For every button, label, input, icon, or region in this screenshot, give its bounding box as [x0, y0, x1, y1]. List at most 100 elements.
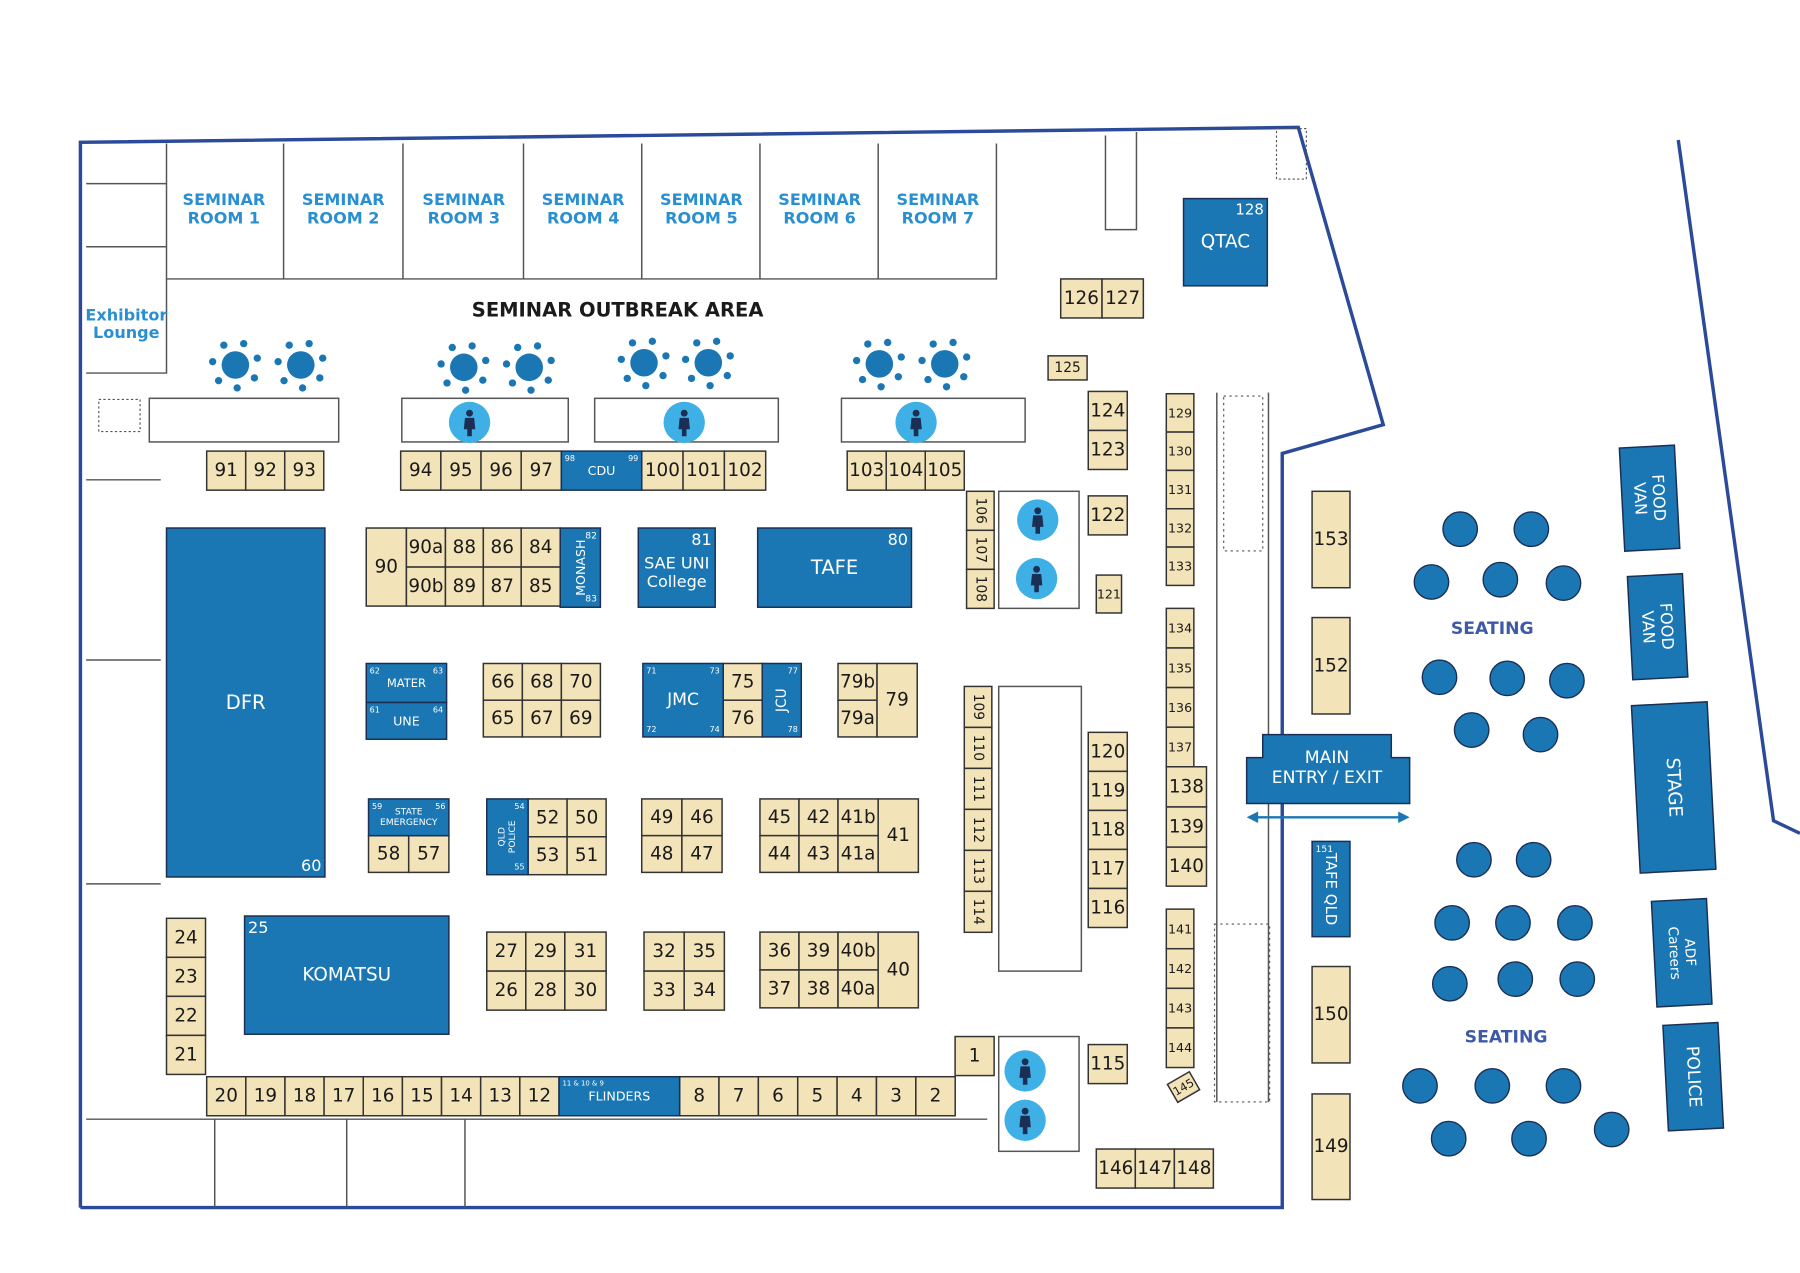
booth-rect[interactable]	[1087, 429, 1129, 471]
booth-125[interactable]: 125	[1047, 355, 1088, 381]
booth-145[interactable]: 145	[1166, 1070, 1201, 1104]
booth-rect[interactable]	[643, 970, 685, 1011]
booth-69[interactable]: 69	[560, 699, 602, 738]
booth-rect[interactable]	[963, 808, 993, 852]
booth-34[interactable]: 34	[683, 970, 726, 1011]
booth-53[interactable]: 53	[527, 836, 568, 876]
booth-127[interactable]: 127	[1101, 278, 1145, 319]
booth-117[interactable]: 117	[1087, 848, 1129, 890]
booth-7[interactable]: 7	[718, 1075, 760, 1117]
booth-38[interactable]: 38	[798, 969, 839, 1009]
booth-rect[interactable]	[877, 798, 920, 874]
booth-rect[interactable]	[1165, 1027, 1195, 1069]
booth-rect[interactable]	[165, 995, 207, 1037]
booth-rect[interactable]	[759, 969, 800, 1009]
exhibitor-rect[interactable]	[756, 527, 913, 608]
booth-rect[interactable]	[837, 931, 879, 971]
booth-rect[interactable]	[440, 1075, 482, 1117]
booth-rect[interactable]	[640, 798, 683, 837]
booth-18[interactable]: 18	[284, 1075, 325, 1117]
exhibitor-rect[interactable]	[642, 662, 724, 738]
booth-rect[interactable]	[1087, 495, 1129, 536]
exhibitor-rect[interactable]	[486, 798, 529, 876]
exhibitor-rect[interactable]	[560, 450, 643, 491]
adf-careers-rect[interactable]	[1650, 897, 1713, 1008]
booth-rect[interactable]	[560, 699, 602, 738]
booth-14[interactable]: 14	[440, 1075, 482, 1117]
booth-37[interactable]: 37	[759, 969, 800, 1009]
exhibitor-rect[interactable]	[365, 701, 448, 740]
booth-rect[interactable]	[1165, 806, 1208, 848]
booth-121[interactable]: 121	[1095, 574, 1123, 614]
booth-13[interactable]: 13	[479, 1075, 521, 1117]
booth-130[interactable]: 130	[1165, 431, 1195, 472]
booth-rect[interactable]	[877, 931, 920, 1009]
booth-33[interactable]: 33	[643, 970, 685, 1011]
booth-152[interactable]: 152	[1311, 616, 1351, 715]
booth-136[interactable]: 136	[1165, 686, 1195, 728]
booth-rect[interactable]	[1166, 1070, 1201, 1104]
booth-rect[interactable]	[965, 490, 995, 532]
booth-106[interactable]: 106	[965, 490, 995, 532]
booth-141[interactable]: 141	[1165, 908, 1195, 950]
booth-rect[interactable]	[759, 798, 800, 837]
booth-rect[interactable]	[482, 566, 522, 607]
booth-31[interactable]: 31	[564, 931, 607, 972]
booth-119[interactable]: 119	[1087, 770, 1129, 812]
booth-116[interactable]: 116	[1087, 887, 1129, 929]
booth-131[interactable]: 131	[1165, 469, 1195, 510]
booth-rect[interactable]	[440, 450, 482, 491]
booth-rect[interactable]	[954, 1035, 995, 1077]
booth-6[interactable]: 6	[757, 1075, 799, 1117]
booth-41b[interactable]: 41b	[837, 798, 879, 837]
booth-138[interactable]: 138	[1165, 766, 1208, 808]
exhibitor-rect[interactable]	[558, 1075, 681, 1117]
booth-rect[interactable]	[965, 568, 995, 610]
booth-rect[interactable]	[837, 969, 879, 1009]
booth-66[interactable]: 66	[482, 662, 524, 701]
booth-84[interactable]: 84	[520, 527, 561, 568]
booth-rect[interactable]	[1059, 278, 1103, 319]
booth-rect[interactable]	[682, 450, 726, 491]
booth-104[interactable]: 104	[885, 450, 926, 491]
booth-17[interactable]: 17	[323, 1075, 364, 1117]
booth-rect[interactable]	[1087, 809, 1129, 851]
booth-rect[interactable]	[1087, 1043, 1129, 1085]
booth-rect[interactable]	[401, 1075, 443, 1117]
booth-rect[interactable]	[1165, 647, 1195, 689]
booth-91[interactable]: 91	[205, 450, 247, 491]
food-van-1-rect[interactable]	[1618, 444, 1681, 552]
booth-3[interactable]: 3	[875, 1075, 917, 1117]
exhibitor-rect[interactable]	[761, 662, 803, 738]
stage-rect[interactable]	[1630, 700, 1717, 874]
booth-rect[interactable]	[520, 450, 563, 491]
booth-150[interactable]: 150	[1311, 965, 1351, 1064]
booth-113[interactable]: 113	[963, 849, 993, 893]
booth-112[interactable]: 112	[963, 808, 993, 852]
exhibitor-rect[interactable]	[637, 527, 716, 608]
booth-140[interactable]: 140	[1165, 846, 1208, 887]
booth-rect[interactable]	[283, 450, 325, 491]
booth-100[interactable]: 100	[640, 450, 684, 491]
booth-rect[interactable]	[365, 527, 408, 607]
booth-45[interactable]: 45	[759, 798, 800, 837]
booth-142[interactable]: 142	[1165, 947, 1195, 990]
booth-rect[interactable]	[681, 834, 723, 874]
booth-148[interactable]: 148	[1173, 1148, 1215, 1189]
booth-139[interactable]: 139	[1165, 806, 1208, 848]
booth-rect[interactable]	[245, 1075, 286, 1117]
booth-109[interactable]: 109	[963, 685, 993, 729]
booth-rect[interactable]	[640, 834, 683, 874]
booth-88[interactable]: 88	[444, 527, 485, 568]
police-booth[interactable]: POLICE	[1662, 1021, 1725, 1132]
booth-4[interactable]: 4	[836, 1075, 878, 1117]
booth-rect[interactable]	[837, 662, 878, 701]
booth-rect[interactable]	[1311, 965, 1351, 1064]
booth-rect[interactable]	[1165, 431, 1195, 472]
booth-12[interactable]: 12	[519, 1075, 560, 1117]
booth-rect[interactable]	[643, 931, 685, 972]
booth-rect[interactable]	[482, 699, 524, 738]
